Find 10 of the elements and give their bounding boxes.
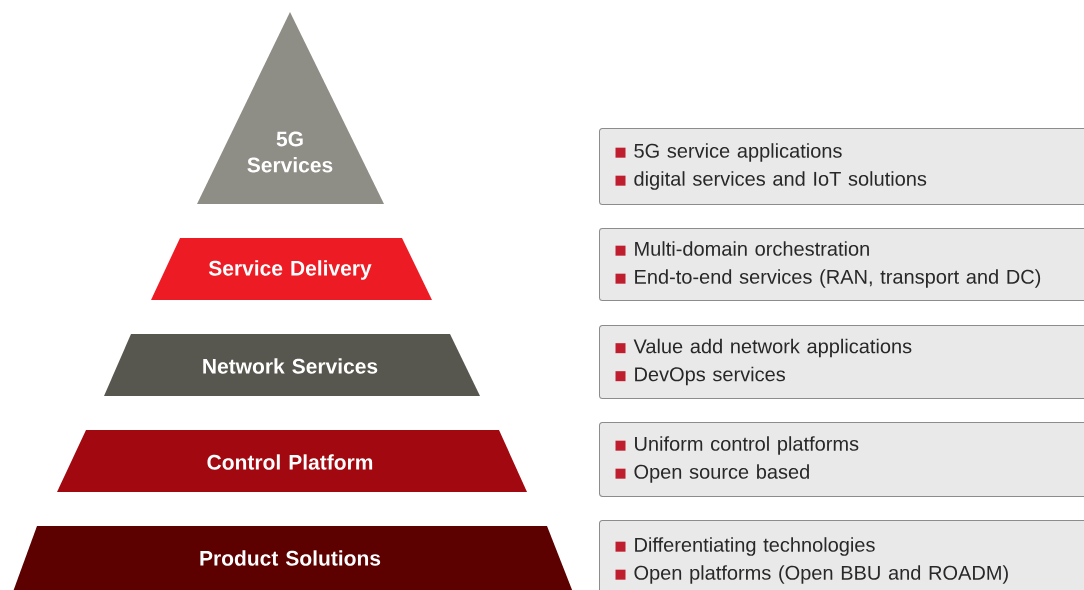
- bullet-box: Differentiating technologies Open platforms (Open BBU and ROADM): [599, 520, 1084, 590]
- pyramid-level: 5G Services: [197, 12, 384, 204]
- pyramid-level: Product Solutions: [10, 526, 576, 590]
- pyramid-level: Control Platform: [57, 430, 527, 492]
- pyramid-level: Network Services: [104, 334, 480, 396]
- bullet-box: Multi-domain orchestration End-to-end services (RAN, transport and DC): [599, 228, 1084, 301]
- bullet-box: 5G service applications digital services and IoT solutions: [599, 128, 1084, 205]
- pyramid-level: Service Delivery: [151, 238, 432, 300]
- bullet-box: Value add network applications DevOps services: [599, 325, 1084, 399]
- bullet-box: Uniform control platforms Open source based: [599, 422, 1084, 497]
